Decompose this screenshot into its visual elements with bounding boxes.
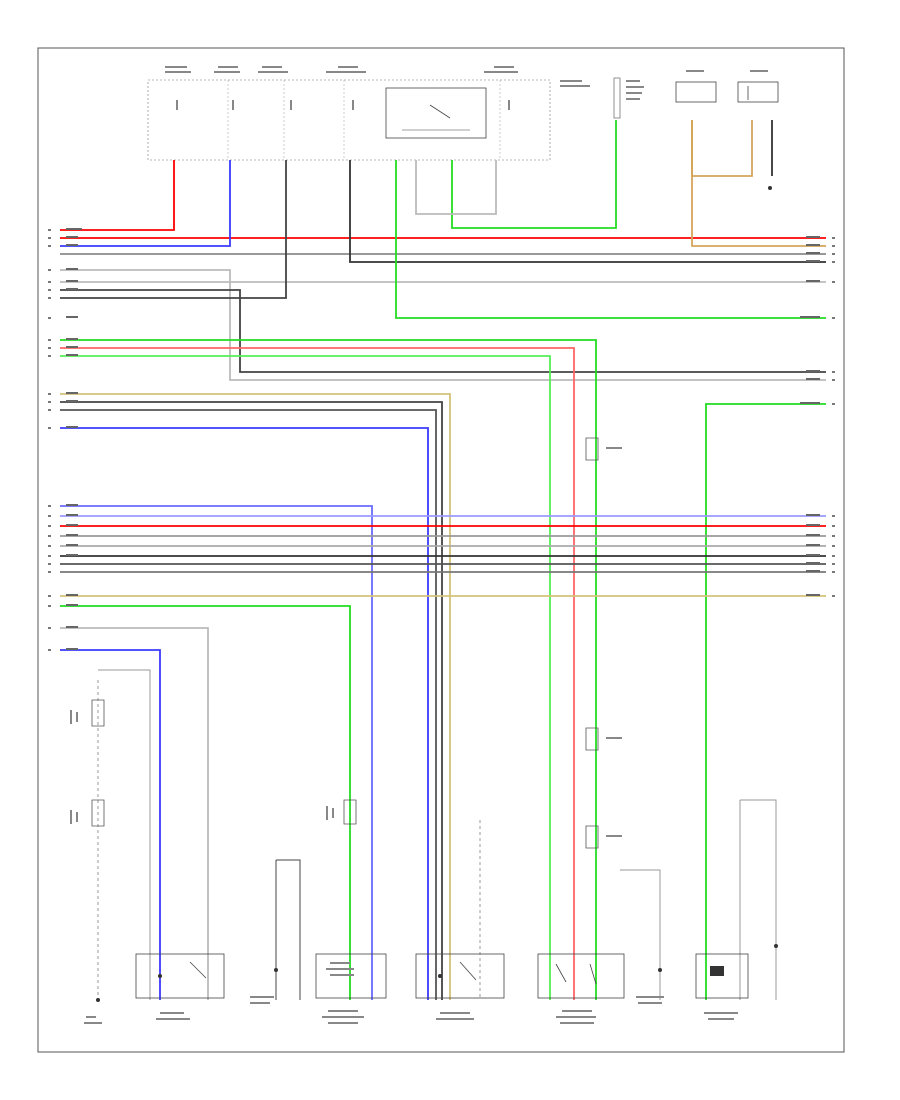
- wire-blue-3: [60, 505, 373, 1000]
- connector-labels: [70, 447, 622, 837]
- right-terminal-ticks: [832, 237, 835, 597]
- component-box-4: [537, 953, 625, 999]
- component-box-1: [135, 953, 225, 999]
- wire-tan-2: [691, 120, 753, 177]
- wire-black-2: [349, 160, 826, 263]
- wire-green-4: [60, 355, 551, 1000]
- wire-red-1: [60, 160, 175, 231]
- wire-black-7: [60, 409, 437, 1000]
- fuse-relay-block: [147, 66, 590, 161]
- diagram-frame: [37, 47, 845, 1053]
- wire-black-5: [60, 160, 287, 299]
- ground-right: [774, 944, 778, 948]
- wire-green-1: [395, 160, 826, 319]
- wires: [60, 120, 826, 1000]
- ground-block: [613, 77, 621, 119]
- wire-black-4: [60, 289, 826, 373]
- component-box-2: [315, 953, 387, 999]
- wire-gray-6: [60, 627, 209, 1000]
- fuse-label-marks: [165, 66, 590, 110]
- wire-red-3: [60, 347, 575, 1000]
- left-terminal-ticks: [48, 229, 51, 651]
- wire-blue-1: [60, 160, 231, 247]
- wire-green-2: [451, 120, 617, 229]
- wire-gray-9: [740, 799, 777, 1000]
- bottom-components: [96, 944, 778, 1002]
- component-box-5: [695, 953, 749, 999]
- ground-mid-1: [274, 968, 278, 972]
- wire-gray-8: [620, 869, 661, 1000]
- wire-green-3: [60, 339, 597, 1000]
- sensor-box-b: [737, 81, 779, 103]
- wire-tan-1: [691, 120, 826, 247]
- wire-yellow-1: [60, 393, 451, 1000]
- ground-left: [96, 998, 100, 1002]
- top-right-components: [613, 70, 779, 190]
- sensor-box-a: [675, 81, 717, 103]
- wire-tag-labels: [66, 228, 820, 650]
- wire-gray-1: [60, 269, 826, 381]
- ground-mid-2: [658, 968, 662, 972]
- ground-point: [768, 186, 772, 190]
- wire-gray-3: [415, 160, 497, 215]
- wire-gray-7: [98, 669, 151, 1000]
- wire-green-6: [60, 605, 351, 1000]
- wire-blue-5: [60, 649, 161, 1000]
- wire-black-6: [60, 401, 443, 1000]
- wire-green-5: [705, 403, 826, 1000]
- relay-box: [385, 87, 487, 139]
- component-box-3: [415, 953, 505, 999]
- wire-black-11: [276, 859, 301, 1000]
- wire-blue-2: [60, 427, 429, 1000]
- inline-connectors: [91, 437, 599, 849]
- bottom-component-labels: [84, 996, 738, 1024]
